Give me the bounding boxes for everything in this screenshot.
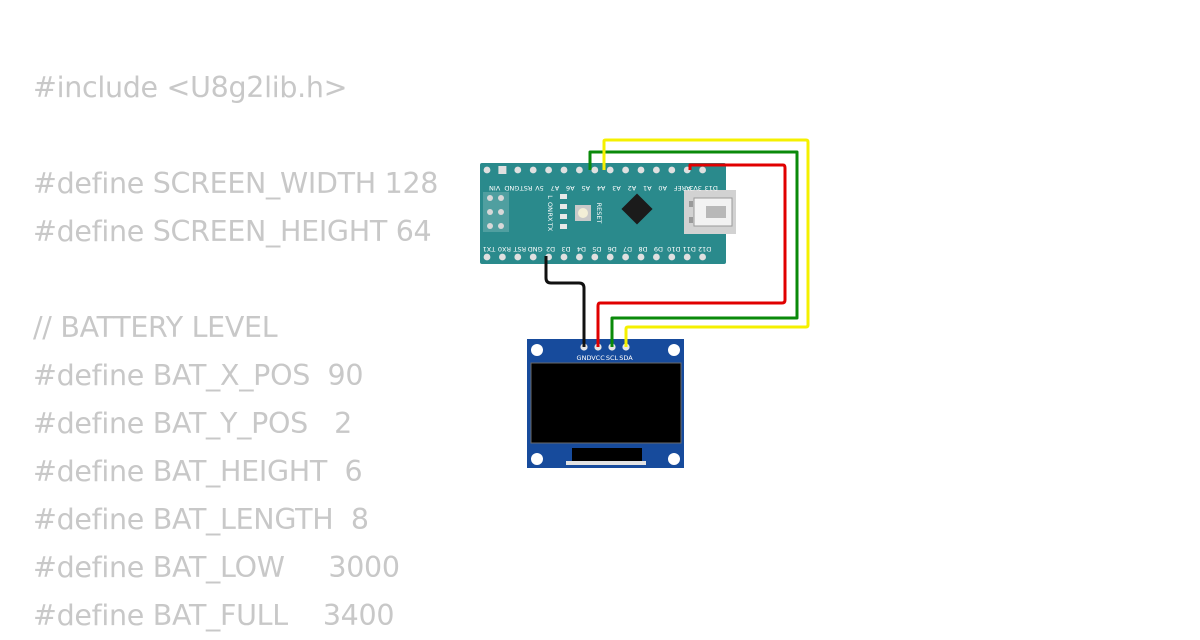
reset-label: RESET — [595, 203, 603, 224]
nano-pin-label: D7 — [623, 245, 632, 253]
nano-pin-label: A6 — [566, 184, 575, 192]
flex-connector — [572, 448, 642, 462]
nano-pin-label: RX0 — [498, 245, 511, 253]
nano-pin-label: D5 — [592, 245, 601, 253]
nano-pin-label: A0 — [658, 184, 667, 192]
nano-pin-a3[interactable] — [606, 166, 614, 174]
oled-pin-label: SCL — [606, 354, 619, 362]
nano-pin-label: 3V3 — [689, 184, 702, 192]
nano-pin-label: A3 — [612, 184, 621, 192]
code-line: #define BAT_Y_POS 2 — [33, 407, 352, 440]
nano-pin-a5[interactable] — [576, 166, 583, 174]
wire-vcc — [596, 163, 787, 347]
nano-pin-5v[interactable] — [529, 166, 537, 174]
nano-pin-d5[interactable] — [591, 253, 599, 261]
nano-pin-label: D10 — [667, 245, 680, 253]
nano-pin-d13[interactable] — [699, 166, 706, 174]
nano-pin-label: D12 — [698, 245, 711, 253]
oled-pin-label: GND — [577, 354, 592, 362]
code-line: #define BAT_HEIGHT 6 — [33, 455, 363, 488]
nano-pin-label: A5 — [581, 184, 590, 192]
oled-pin-label: VCC — [591, 354, 605, 362]
nano-pin-a1[interactable] — [637, 166, 645, 174]
nano-pin-label: D13 — [705, 184, 718, 192]
nano-pin-label: D3 — [561, 245, 570, 253]
code-line: #define BAT_LENGTH 8 — [33, 503, 369, 536]
nano-pin-label: A1 — [643, 184, 652, 192]
nano-pin-a0[interactable] — [653, 166, 660, 174]
nano-pin-label: GND — [528, 245, 543, 253]
nano-pin-tx1[interactable] — [483, 253, 491, 261]
nano-pin-d3[interactable] — [560, 253, 568, 261]
nano-pin-label: VIN — [489, 184, 500, 192]
nano-pin-d7[interactable] — [622, 253, 629, 261]
nano-pin-square — [498, 166, 507, 174]
usb-connector — [684, 190, 736, 234]
nano-pin-label: GND — [504, 184, 519, 192]
code-line: #define BAT_FULL 3400 — [33, 599, 395, 632]
nano-pin-label: A2 — [628, 184, 637, 192]
wire-scl — [588, 150, 799, 347]
nano-pin-label: D6 — [608, 245, 617, 253]
mount-hole — [531, 344, 543, 356]
oled-pin-label: SDA — [619, 354, 633, 362]
mount-hole — [668, 453, 680, 465]
nano-pin-d9[interactable] — [653, 253, 660, 261]
nano-pin-a7[interactable] — [545, 166, 552, 174]
nano-pin-gnd[interactable] — [529, 253, 537, 261]
nano-pin-d11[interactable] — [683, 253, 691, 261]
code-line: #include <U8g2lib.h> — [33, 71, 348, 104]
nano-pin-label: A7 — [551, 184, 560, 192]
code-listing: #include <U8g2lib.h> #define SCREEN_WIDTH… — [33, 64, 438, 640]
nano-pin-d6[interactable] — [606, 253, 614, 261]
nano-pin-label: RST — [520, 184, 533, 192]
led-label: ON — [546, 202, 554, 212]
code-line: // BATTERY LEVEL — [33, 311, 278, 344]
led-label: TX — [546, 222, 554, 232]
nano-pin-label: D2 — [546, 245, 555, 253]
oled-screen — [530, 362, 682, 444]
nano-pin-label: D4 — [577, 245, 586, 253]
mount-hole — [668, 344, 680, 356]
nano-pin-rx0[interactable] — [499, 253, 506, 261]
nano-pin-label: TX1 — [483, 245, 497, 253]
nano-pin-rst[interactable] — [514, 253, 522, 261]
wire-gnd — [544, 256, 586, 347]
nano-pin-a6[interactable] — [560, 166, 568, 174]
mount-hole — [531, 453, 543, 465]
nano-pin-label: 5V — [535, 184, 544, 192]
nano-pin-aref[interactable] — [668, 166, 676, 174]
nano-pin-d8[interactable] — [637, 253, 645, 261]
nano-pin-label: D11 — [683, 245, 696, 253]
nano-pin-label: A4 — [597, 184, 606, 192]
nano-pin-label: D9 — [654, 245, 663, 253]
icsp-header — [487, 195, 504, 229]
code-line: #define BAT_X_POS 90 — [33, 359, 364, 392]
nano-pin-d4[interactable] — [576, 253, 583, 261]
nano-pin-rst[interactable] — [514, 166, 522, 174]
nano-pin-vin[interactable] — [483, 166, 491, 174]
code-line: #define SCREEN_WIDTH 128 — [33, 167, 439, 200]
wire-sda — [602, 138, 810, 347]
code-line: #define SCREEN_HEIGHT 64 — [33, 215, 432, 248]
nano-pin-d12[interactable] — [699, 253, 706, 261]
nano-pin-a4[interactable] — [591, 166, 599, 174]
status-leds — [560, 194, 567, 229]
wires — [544, 138, 810, 347]
led-label: L — [546, 195, 554, 199]
nano-pin-label: AREF — [674, 184, 691, 192]
nano-pin-a2[interactable] — [622, 166, 629, 174]
nano-pin-label: D8 — [638, 245, 647, 253]
led-label: RX — [546, 213, 554, 223]
nano-pin-d10[interactable] — [668, 253, 676, 261]
nano-pin-label: RST — [513, 245, 526, 253]
code-line: #define BAT_LOW 3000 — [33, 551, 400, 584]
